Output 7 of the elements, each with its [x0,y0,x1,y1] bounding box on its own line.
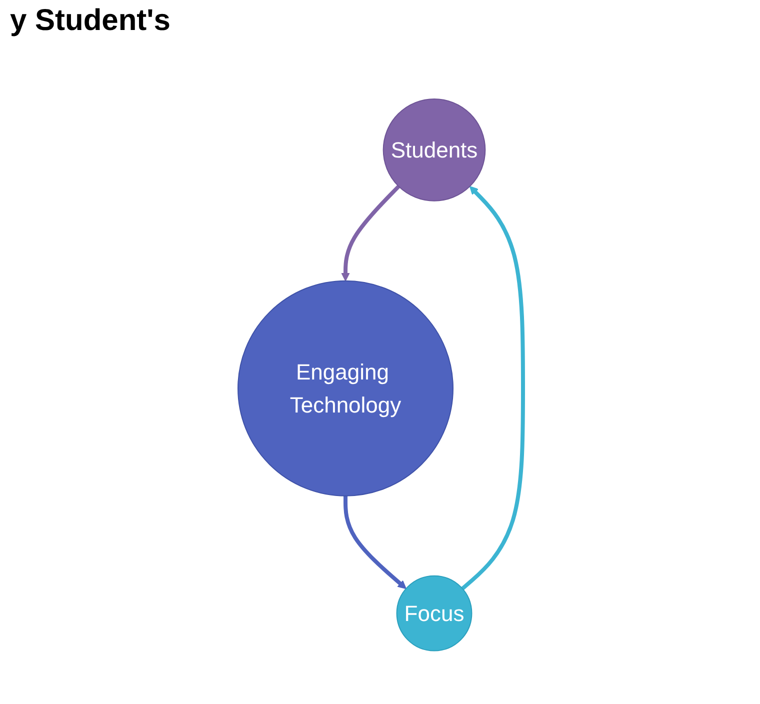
arrow [340,185,400,282]
node-circle: Students [382,98,486,202]
title: y Student's [10,4,170,38]
node-circle: Focus [396,575,472,652]
arrow [343,496,406,590]
node-circle: Engaging Technology [237,280,453,496]
arrow [460,186,524,590]
